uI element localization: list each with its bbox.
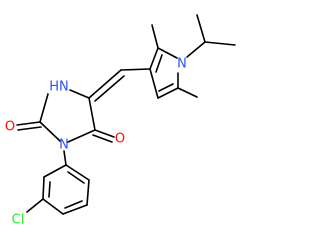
bond-c4-c5: [88, 97, 96, 131]
bond-c5p-c4p: [157, 87, 179, 99]
bond-c5-o-right-b: [92, 134, 113, 143]
bond-ph-5-6: [86, 179, 90, 206]
bond-c-cl: [26, 198, 44, 213]
bond-isopropyl-methyl-up: [196, 14, 206, 43]
bond-c5-o-right-a: [94, 129, 115, 138]
bond-c3-c2p: [149, 47, 159, 70]
bond-c2-nh: [39, 93, 49, 123]
atom-label-n-pyrrole: N: [177, 57, 187, 72]
bond-c4p-c3: [149, 68, 159, 99]
bond-ch-pyrrole: [120, 68, 151, 71]
bond-ph-4-5: [62, 204, 88, 215]
bond-ph-6-1: [65, 164, 90, 181]
bond-ph-inner-b: [64, 200, 83, 209]
bond-methyl-upper: [151, 24, 159, 49]
bond-c5p-c4p-inner: [158, 83, 174, 92]
bond-isopropyl-methyl-right: [204, 41, 236, 46]
bond-c2-o-left-a: [16, 121, 41, 126]
bond-ph-inner-c: [67, 171, 85, 184]
bond-c2-o-left-b: [17, 126, 42, 131]
bond-methyl-lower: [177, 87, 198, 98]
bond-c4-ch-b: [94, 75, 125, 102]
atom-label-o-right: O: [115, 132, 125, 147]
bond-nh-c4: [69, 89, 90, 99]
atom-label-cl: Cl: [12, 213, 25, 228]
bond-n3-phenyl: [63, 150, 67, 166]
bond-n3-c2: [39, 121, 61, 142]
bond-ph-inner-a: [48, 181, 51, 198]
bond-c4-ch-a: [88, 69, 122, 99]
bond-ph-1-2: [43, 164, 67, 178]
bond-c2p-np: [157, 47, 178, 59]
bond-ph-3-4: [42, 198, 64, 215]
structure-canvas: O HN N O N Cl: [5, 14, 236, 228]
molecule-diagram: O HN N O N Cl: [5, 14, 236, 228]
atom-label-nh: HN: [49, 80, 69, 95]
bond-c5-n3: [67, 129, 96, 143]
bond-np-isopropyl: [186, 41, 206, 58]
atom-label-n-imide: N: [59, 138, 69, 153]
atom-label-o-left: O: [5, 120, 15, 135]
bond-c3-c2p-inner: [155, 54, 163, 73]
bond-ph-2-3: [42, 176, 45, 200]
